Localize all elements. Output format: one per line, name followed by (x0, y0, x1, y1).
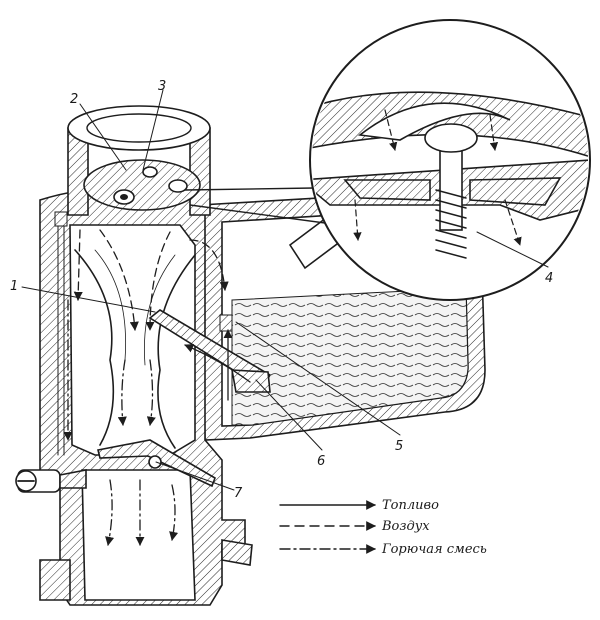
callout-2: 2 (70, 92, 78, 107)
throttle-valve (97, 439, 216, 488)
callout-1: 1 (10, 279, 18, 294)
callout-leaders (21, 89, 549, 491)
fuel-level (231, 287, 469, 426)
callout-numbers: 1 2 3 4 5 6 7 (10, 79, 553, 501)
callout-7: 7 (234, 486, 243, 501)
air-damper-plate (83, 159, 201, 211)
flow-arrows (63, 229, 251, 546)
carburetor-body (15, 105, 486, 606)
callout-5: 5 (395, 439, 403, 454)
legend: Топливо Воздух Горючая смесь (279, 498, 487, 557)
legend-item-fuel: Топливо (279, 498, 439, 513)
diffuser (74, 249, 115, 446)
outlet-bore (81, 469, 196, 601)
legend-item-mixture: Горючая смесь (279, 542, 487, 557)
callout-4: 4 (545, 271, 553, 286)
callout-3: 3 (158, 79, 166, 94)
legend-label-air: Воздух (381, 519, 430, 534)
detail-magnifier (184, 19, 591, 301)
mixing-chamber-throat (69, 224, 196, 456)
callout-6: 6 (317, 454, 325, 469)
air-intake-opening (67, 105, 211, 151)
legend-label-fuel: Топливо (382, 498, 439, 513)
idle-screw (15, 469, 87, 493)
legend-label-mixture: Горючая смесь (381, 542, 487, 557)
mounting-flange (39, 559, 71, 601)
legend-item-air: Воздух (279, 519, 430, 534)
